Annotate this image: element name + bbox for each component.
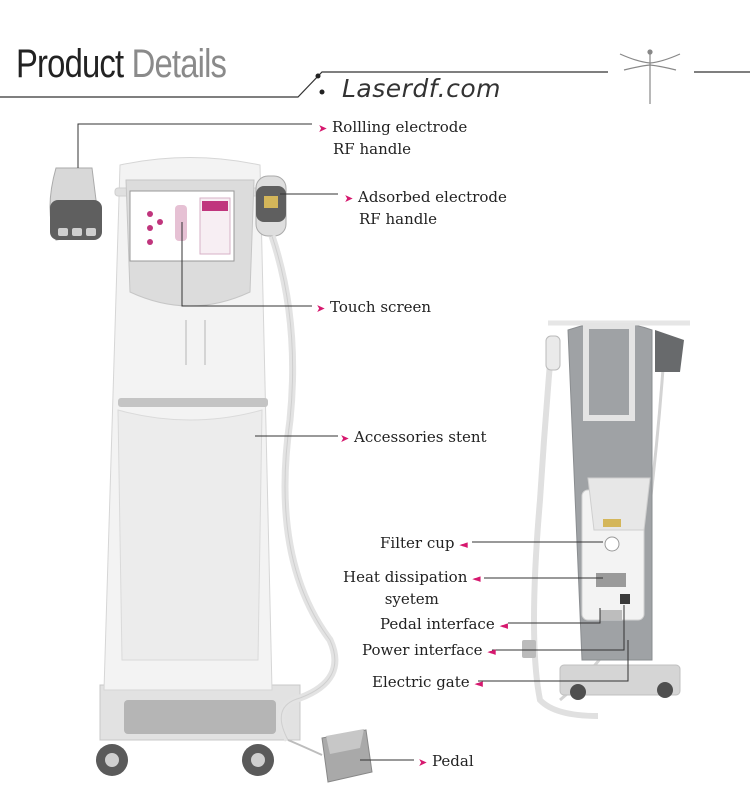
dragonfly-icon (619, 49, 681, 104)
callout-touch-screen: ➤ Touch screen (316, 297, 431, 319)
callout-label: syetem (384, 590, 439, 608)
callout-accessories-stent: ➤ Accessories stent (340, 427, 487, 449)
callout-heat-dissipation: Heat dissipation ◄ syetem (343, 567, 481, 609)
callout-label: Adsorbed electrode (358, 188, 507, 206)
front-device (49, 157, 373, 783)
header-rule (0, 71, 750, 98)
callout-label: Heat dissipation (343, 568, 468, 586)
arrow-icon: ➤ (316, 302, 326, 315)
callout-adsorbed-handle: ➤ Adsorbed electrode RF handle (344, 187, 507, 229)
callout-power-interface: Power interface ◄ (362, 640, 496, 662)
callout-label: Filter cup (380, 534, 455, 552)
callout-label: RF handle (333, 140, 412, 158)
arrow-icon: ➤ (344, 192, 354, 205)
site-url: Laserdf.com (342, 74, 502, 103)
callout-label: Electric gate (372, 673, 470, 691)
arrow-icon: ➤ (318, 122, 328, 135)
callout-rolling-handle: ➤ Rollling electrode RF handle (318, 117, 467, 159)
page-title: Product Details (16, 42, 227, 87)
title-primary: Product (16, 42, 124, 86)
callout-filter-cup: Filter cup ◄ (380, 533, 468, 555)
callout-pedal: ➤ Pedal (418, 751, 474, 773)
callout-pedal-interface: Pedal interface ◄ (380, 614, 508, 636)
callout-lines (77, 123, 629, 761)
arrow-icon: ➤ (418, 756, 428, 769)
arrow-left-icon: ◄ (499, 619, 508, 632)
callout-label: RF handle (359, 210, 438, 228)
callout-label: Pedal interface (380, 615, 495, 633)
title-secondary: Details (131, 42, 227, 86)
header-dots (315, 73, 325, 95)
arrow-left-icon: ◄ (459, 538, 468, 551)
rear-device (522, 320, 690, 719)
callout-label: Pedal (432, 752, 474, 770)
callout-label: Rollling electrode (332, 118, 468, 136)
callout-electric-gate: Electric gate ◄ (372, 672, 483, 694)
callout-label: Power interface (362, 641, 483, 659)
arrow-left-icon: ◄ (474, 677, 483, 690)
callout-label: Touch screen (330, 298, 432, 316)
callout-label: Accessories stent (354, 428, 487, 446)
arrow-icon: ➤ (340, 432, 350, 445)
arrow-left-icon: ◄ (472, 572, 481, 585)
arrow-left-icon: ◄ (487, 645, 496, 658)
